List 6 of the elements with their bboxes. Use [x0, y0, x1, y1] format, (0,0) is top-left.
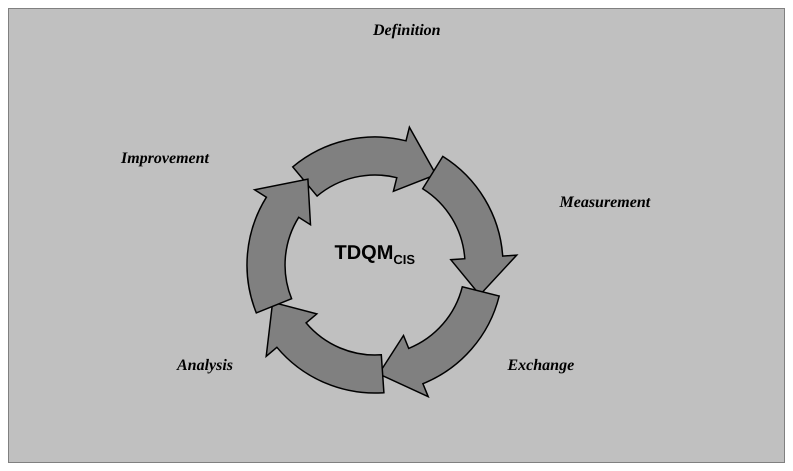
phase-label: Improvement [121, 150, 209, 168]
phase-label: Measurement [560, 194, 650, 212]
phase-label: Analysis [177, 357, 234, 375]
phase-label: Exchange [508, 357, 574, 375]
cycle-center-label: TDQM$_{CIS}$ [334, 242, 416, 267]
phase-label: Definition [373, 22, 441, 40]
